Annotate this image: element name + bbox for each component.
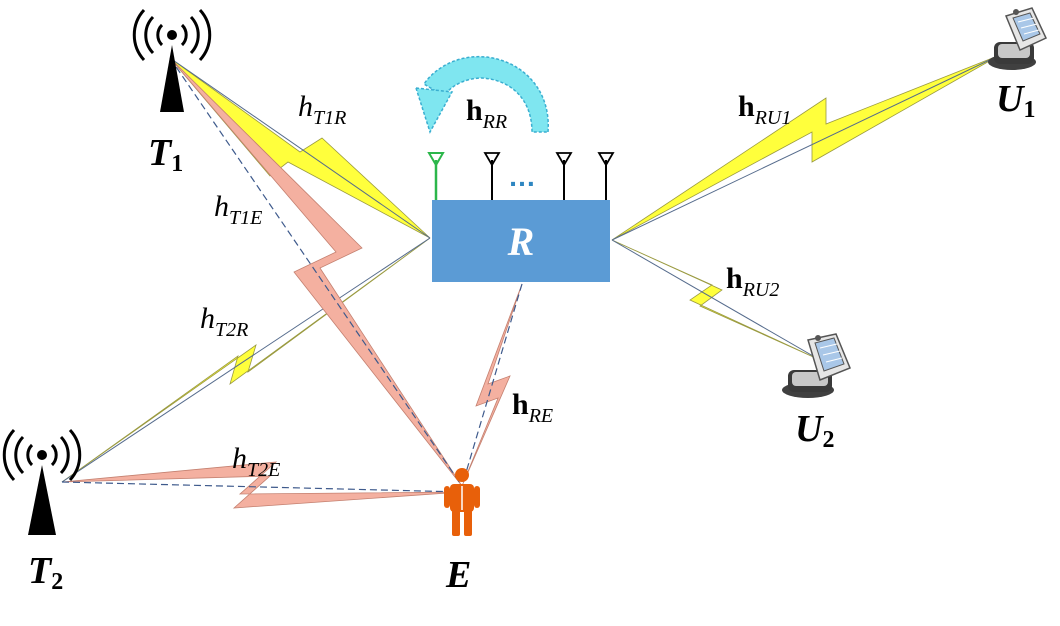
label-h-ru1: hRU1	[738, 90, 792, 129]
antenna-1	[427, 152, 445, 200]
label-h-t1r: hT1R	[298, 90, 347, 129]
label-h-rr: hRR	[466, 94, 508, 133]
loop-arrow-hrr	[414, 56, 549, 134]
antenna-2	[483, 152, 501, 200]
tower-t1-icon	[132, 8, 212, 112]
eavesdropper-person-icon	[444, 468, 480, 536]
link-r-e	[461, 283, 523, 487]
u1-label: U1	[996, 78, 1036, 123]
link-r-u1	[611, 54, 1001, 241]
label-h-t2r: hT2R	[200, 302, 249, 341]
eve-label: E	[446, 554, 472, 596]
link-t2-r	[61, 237, 431, 483]
link-r-u2	[611, 239, 821, 361]
label-h-ru2: hRU2	[726, 262, 780, 301]
relay-label: R	[507, 218, 535, 264]
label-h-re: hRE	[512, 388, 554, 427]
label-h-t2e: hT2E	[232, 442, 281, 481]
phone-u2-icon	[782, 333, 851, 398]
relay-box	[432, 200, 610, 282]
tower-t2-icon	[2, 428, 82, 535]
antenna-3	[555, 152, 573, 200]
phone-u1-icon	[988, 7, 1047, 70]
link-t1-r	[169, 57, 431, 239]
label-h-t1e: hT1E	[214, 190, 263, 229]
t1-label: T1	[148, 132, 184, 177]
antenna-ellipsis: …	[508, 161, 536, 192]
antenna-4	[597, 152, 615, 200]
u2-label: U2	[795, 408, 835, 453]
t2-label: T2	[28, 550, 64, 595]
